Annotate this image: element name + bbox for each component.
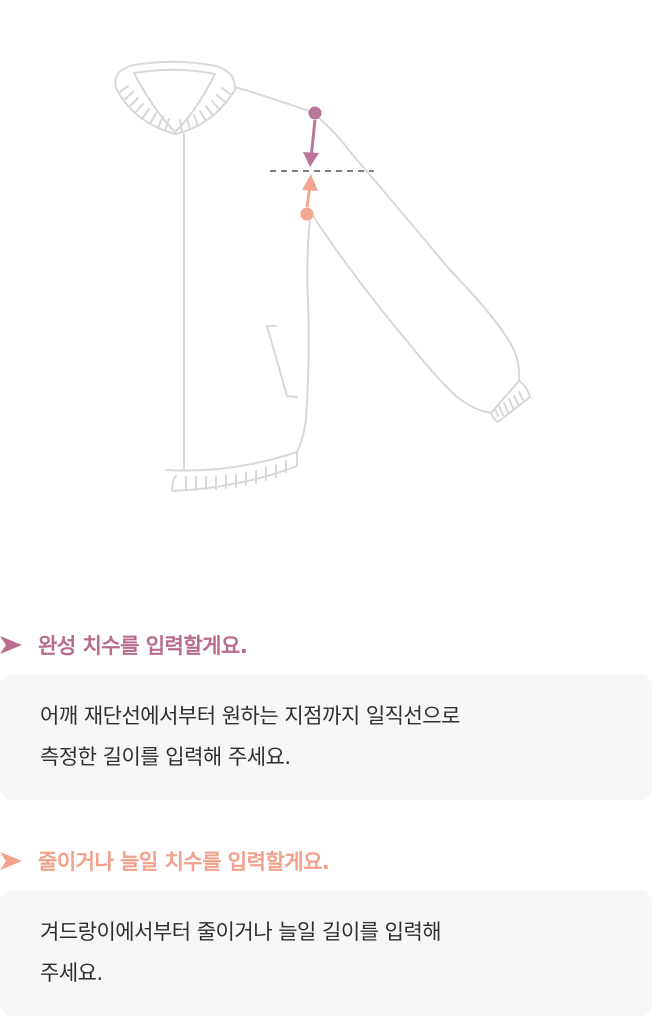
section-2-description-line-2: 주세요. (40, 961, 103, 985)
section-2-title: 줄이거나 늘일 치수를 입력할게요. (38, 850, 330, 874)
down-arrow (309, 119, 317, 159)
sweater-outline (114, 60, 531, 492)
section-2-description-box: 겨드랑이에서부터 줄이거나 늘일 길이를 입력해 주세요. (0, 890, 652, 1016)
section-1-heading: 완성 치수를 입력할게요. (0, 630, 248, 660)
arrow-right-icon (0, 852, 22, 870)
shoulder-point-marker (303, 106, 322, 167)
section-1-description-line-1: 어깨 재단선에서부터 원하는 지점까지 일직선으로 (40, 704, 460, 728)
section-1-description-box: 어깨 재단선에서부터 원하는 지점까지 일직선으로 측정한 길이를 입력해 주세… (0, 674, 652, 800)
armpit-point-marker (300, 174, 318, 221)
section-1-description-line-2: 측정한 길이를 입력해 주세요. (40, 745, 291, 769)
sweater-measurement-illustration (114, 60, 531, 492)
section-1-title: 완성 치수를 입력할게요. (38, 634, 248, 658)
section-2-description-line-1: 겨드랑이에서부터 줄이거나 늘일 길이를 입력해 (40, 920, 442, 944)
section-2-heading: 줄이거나 늘일 치수를 입력할게요. (0, 846, 330, 876)
arrow-right-icon (0, 636, 22, 654)
